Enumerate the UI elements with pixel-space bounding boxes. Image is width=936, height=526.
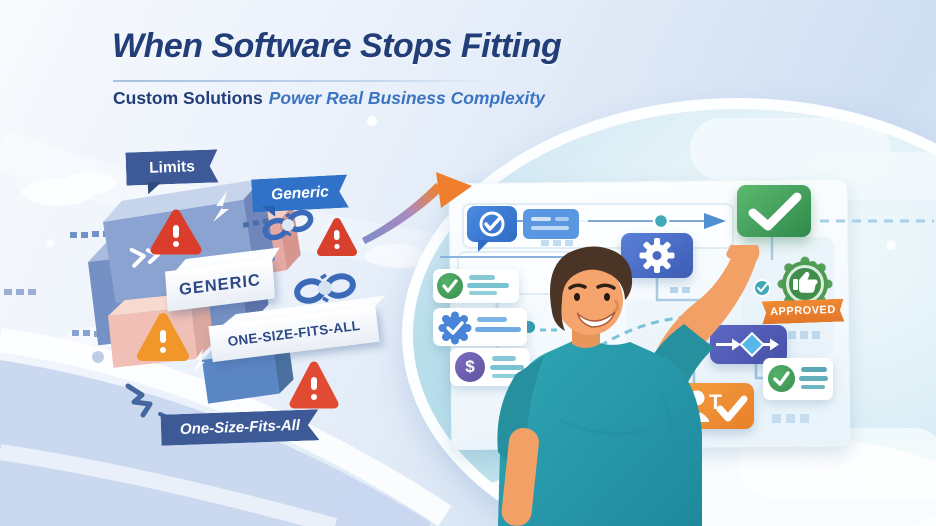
checklist-card <box>433 269 519 303</box>
check-circle-icon <box>479 211 505 237</box>
subtitle-bold: Custom Solutions <box>113 88 263 108</box>
badge-check-icon <box>438 311 472 345</box>
hand <box>726 245 760 265</box>
forearm <box>501 428 539 526</box>
workflow-tile <box>710 325 787 364</box>
crack-icon <box>125 383 153 418</box>
list-check-card <box>763 358 833 400</box>
warning-triangle-icon <box>317 218 357 256</box>
limits-banner: Limits <box>125 149 218 185</box>
smile <box>576 311 616 328</box>
nose <box>613 299 620 313</box>
badge-card <box>433 308 527 346</box>
bubble-tail <box>478 240 490 252</box>
person-illustration <box>497 245 760 526</box>
page-title: When Software Stops Fitting <box>112 27 562 65</box>
warning-triangle-icon <box>137 313 189 361</box>
warning-triangle-icon <box>150 209 202 255</box>
generic-banner-tail <box>261 205 276 218</box>
eyebrows <box>568 283 616 290</box>
broken-chain-icon <box>262 209 314 241</box>
check-icon <box>773 371 790 386</box>
subtitle-accent: Power Real Business Complexity <box>268 88 545 108</box>
gear-tile <box>621 233 693 278</box>
check-bubble-tile <box>467 206 517 242</box>
dollar-icon: $ <box>465 357 475 376</box>
broken-chain-icon <box>294 273 356 304</box>
note-card-tile <box>523 209 579 239</box>
transition-arrow-icon <box>362 172 472 244</box>
gear-icon <box>639 238 675 273</box>
big-check-tile <box>737 185 811 237</box>
check-icon <box>442 279 458 293</box>
sparkle-dot <box>886 240 896 250</box>
warning-triangle-icon <box>289 361 339 409</box>
check-icon <box>748 192 802 231</box>
shirt <box>498 336 702 526</box>
user-tile-letter: T <box>709 391 722 414</box>
workflow-diamond-icon <box>716 331 779 358</box>
one-size-ribbon: One-Size-Fits-All <box>161 409 320 445</box>
limits-banner-tail <box>147 181 163 195</box>
title-divider <box>113 80 491 82</box>
hair <box>550 246 633 331</box>
